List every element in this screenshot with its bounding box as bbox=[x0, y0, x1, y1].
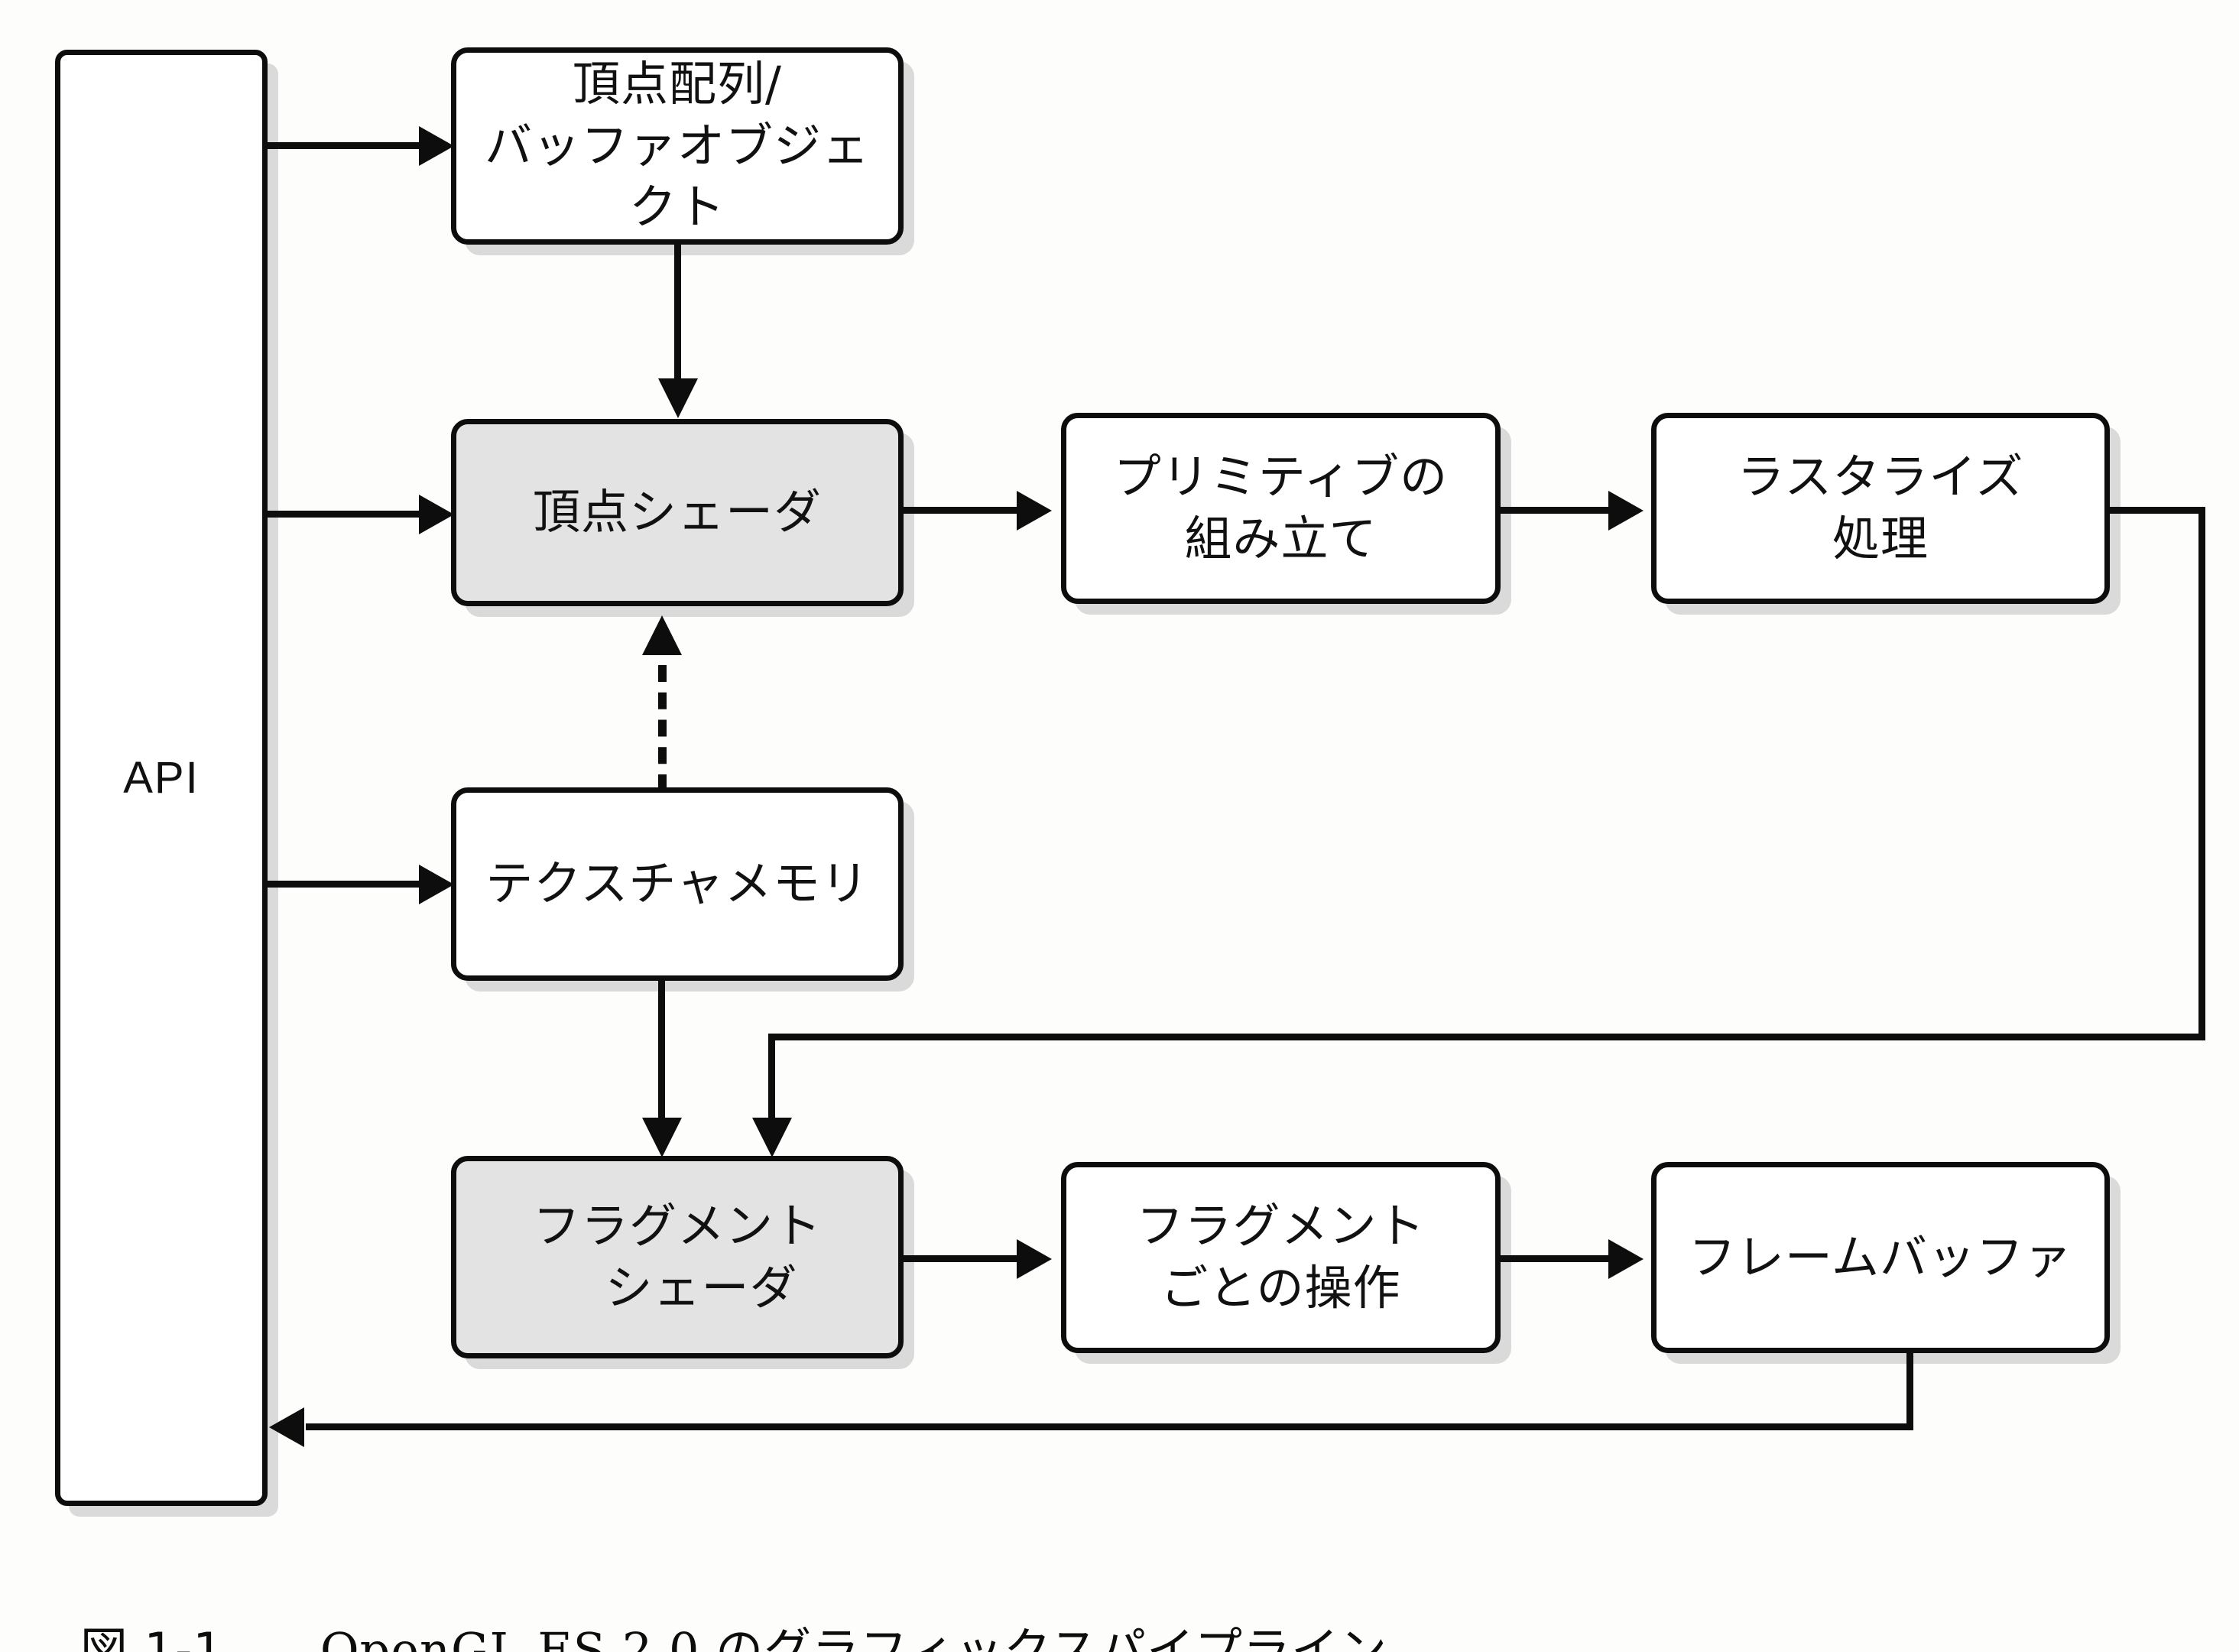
edge-rasterization-feedback-segment-top bbox=[2106, 507, 2205, 514]
edge-per-fragment-ops-to-framebuffer-arrowhead bbox=[1608, 1239, 1644, 1279]
edge-rasterization-to-fragment-shader-arrowhead bbox=[752, 1118, 792, 1157]
edge-api-to-vertex-shader-arrowhead bbox=[419, 495, 454, 534]
edge-texture-memory-to-fragment-shader-line bbox=[658, 981, 665, 1122]
node-per-fragment-ops: フラグメント ごとの操作 bbox=[1061, 1162, 1501, 1353]
edge-api-to-vertex-arrays-arrowhead bbox=[419, 126, 454, 166]
edge-rasterization-feedback-segment-right bbox=[2198, 507, 2205, 1040]
edge-rasterization-feedback-segment-bottom bbox=[768, 1034, 2205, 1040]
edge-api-to-texture-memory-line bbox=[266, 881, 427, 888]
edge-framebuffer-feedback-segment-drop bbox=[1906, 1353, 1913, 1427]
figure-caption-spacer bbox=[224, 1622, 320, 1652]
figure-caption-text: OpenGL ES 2.0 のグラフィックスパイプライン bbox=[320, 1622, 1388, 1652]
node-primitive-assembly-label: プリミティブの 組み立て bbox=[1113, 449, 1449, 566]
node-framebuffer: フレームバッファ bbox=[1651, 1162, 2110, 1353]
figure-caption-number: 図 1-1 bbox=[80, 1622, 224, 1652]
edge-primitive-assembly-to-rasterization-arrowhead bbox=[1608, 491, 1644, 531]
edge-rasterization-feedback-segment-drop bbox=[768, 1034, 775, 1125]
edge-framebuffer-to-api-arrowhead bbox=[269, 1407, 304, 1447]
node-rasterization-label: ラスタライズ 処理 bbox=[1737, 449, 2024, 566]
node-vertex-shader: 頂点シェーダ bbox=[451, 419, 904, 606]
figure-caption: 図 1-1 OpenGL ES 2.0 のグラフィックスパイプライン bbox=[17, 1556, 1387, 1652]
edge-vertex-shader-to-primitive-assembly-arrowhead bbox=[1017, 491, 1052, 531]
edge-fragment-shader-to-per-fragment-ops-arrowhead bbox=[1017, 1239, 1052, 1279]
node-framebuffer-label: フレームバッファ bbox=[1688, 1228, 2073, 1285]
node-fragment-shader-label: フラグメント シェーダ bbox=[532, 1197, 822, 1316]
node-per-fragment-ops-label: フラグメント ごとの操作 bbox=[1136, 1198, 1426, 1316]
node-vertex-arrays: 頂点配列/ バッファオブジェクト bbox=[451, 47, 904, 245]
node-rasterization: ラスタライズ 処理 bbox=[1651, 413, 2110, 604]
node-api-label: API bbox=[123, 752, 200, 803]
edge-texture-memory-to-vertex-shader-arrowhead bbox=[642, 615, 682, 655]
node-fragment-shader: フラグメント シェーダ bbox=[451, 1156, 904, 1358]
node-vertex-arrays-label: 頂点配列/ バッファオブジェクト bbox=[484, 56, 870, 235]
edge-per-fragment-ops-to-framebuffer-line bbox=[1501, 1255, 1611, 1262]
edge-vertex-arrays-to-vertex-shader-arrowhead bbox=[658, 378, 698, 418]
edge-vertex-arrays-to-vertex-shader-line bbox=[674, 245, 681, 382]
edge-texture-memory-to-vertex-shader-dashed-line bbox=[658, 665, 667, 791]
edge-vertex-shader-to-primitive-assembly-line bbox=[904, 507, 1022, 514]
edge-fragment-shader-to-per-fragment-ops-line bbox=[904, 1255, 1022, 1262]
edge-framebuffer-feedback-segment-return bbox=[306, 1423, 1913, 1430]
node-primitive-assembly: プリミティブの 組み立て bbox=[1061, 413, 1501, 604]
edge-api-to-texture-memory-arrowhead bbox=[419, 865, 454, 904]
node-texture-memory-label: テクスチャメモリ bbox=[485, 855, 869, 912]
node-api: API bbox=[55, 50, 268, 1506]
edge-api-to-vertex-arrays-line bbox=[266, 142, 427, 149]
node-vertex-shader-label: 頂点シェーダ bbox=[532, 484, 822, 540]
edge-primitive-assembly-to-rasterization-line bbox=[1501, 507, 1611, 514]
node-texture-memory: テクスチャメモリ bbox=[451, 787, 904, 981]
edge-texture-memory-to-fragment-shader-arrowhead bbox=[642, 1118, 682, 1157]
edge-api-to-vertex-shader-line bbox=[266, 511, 427, 518]
